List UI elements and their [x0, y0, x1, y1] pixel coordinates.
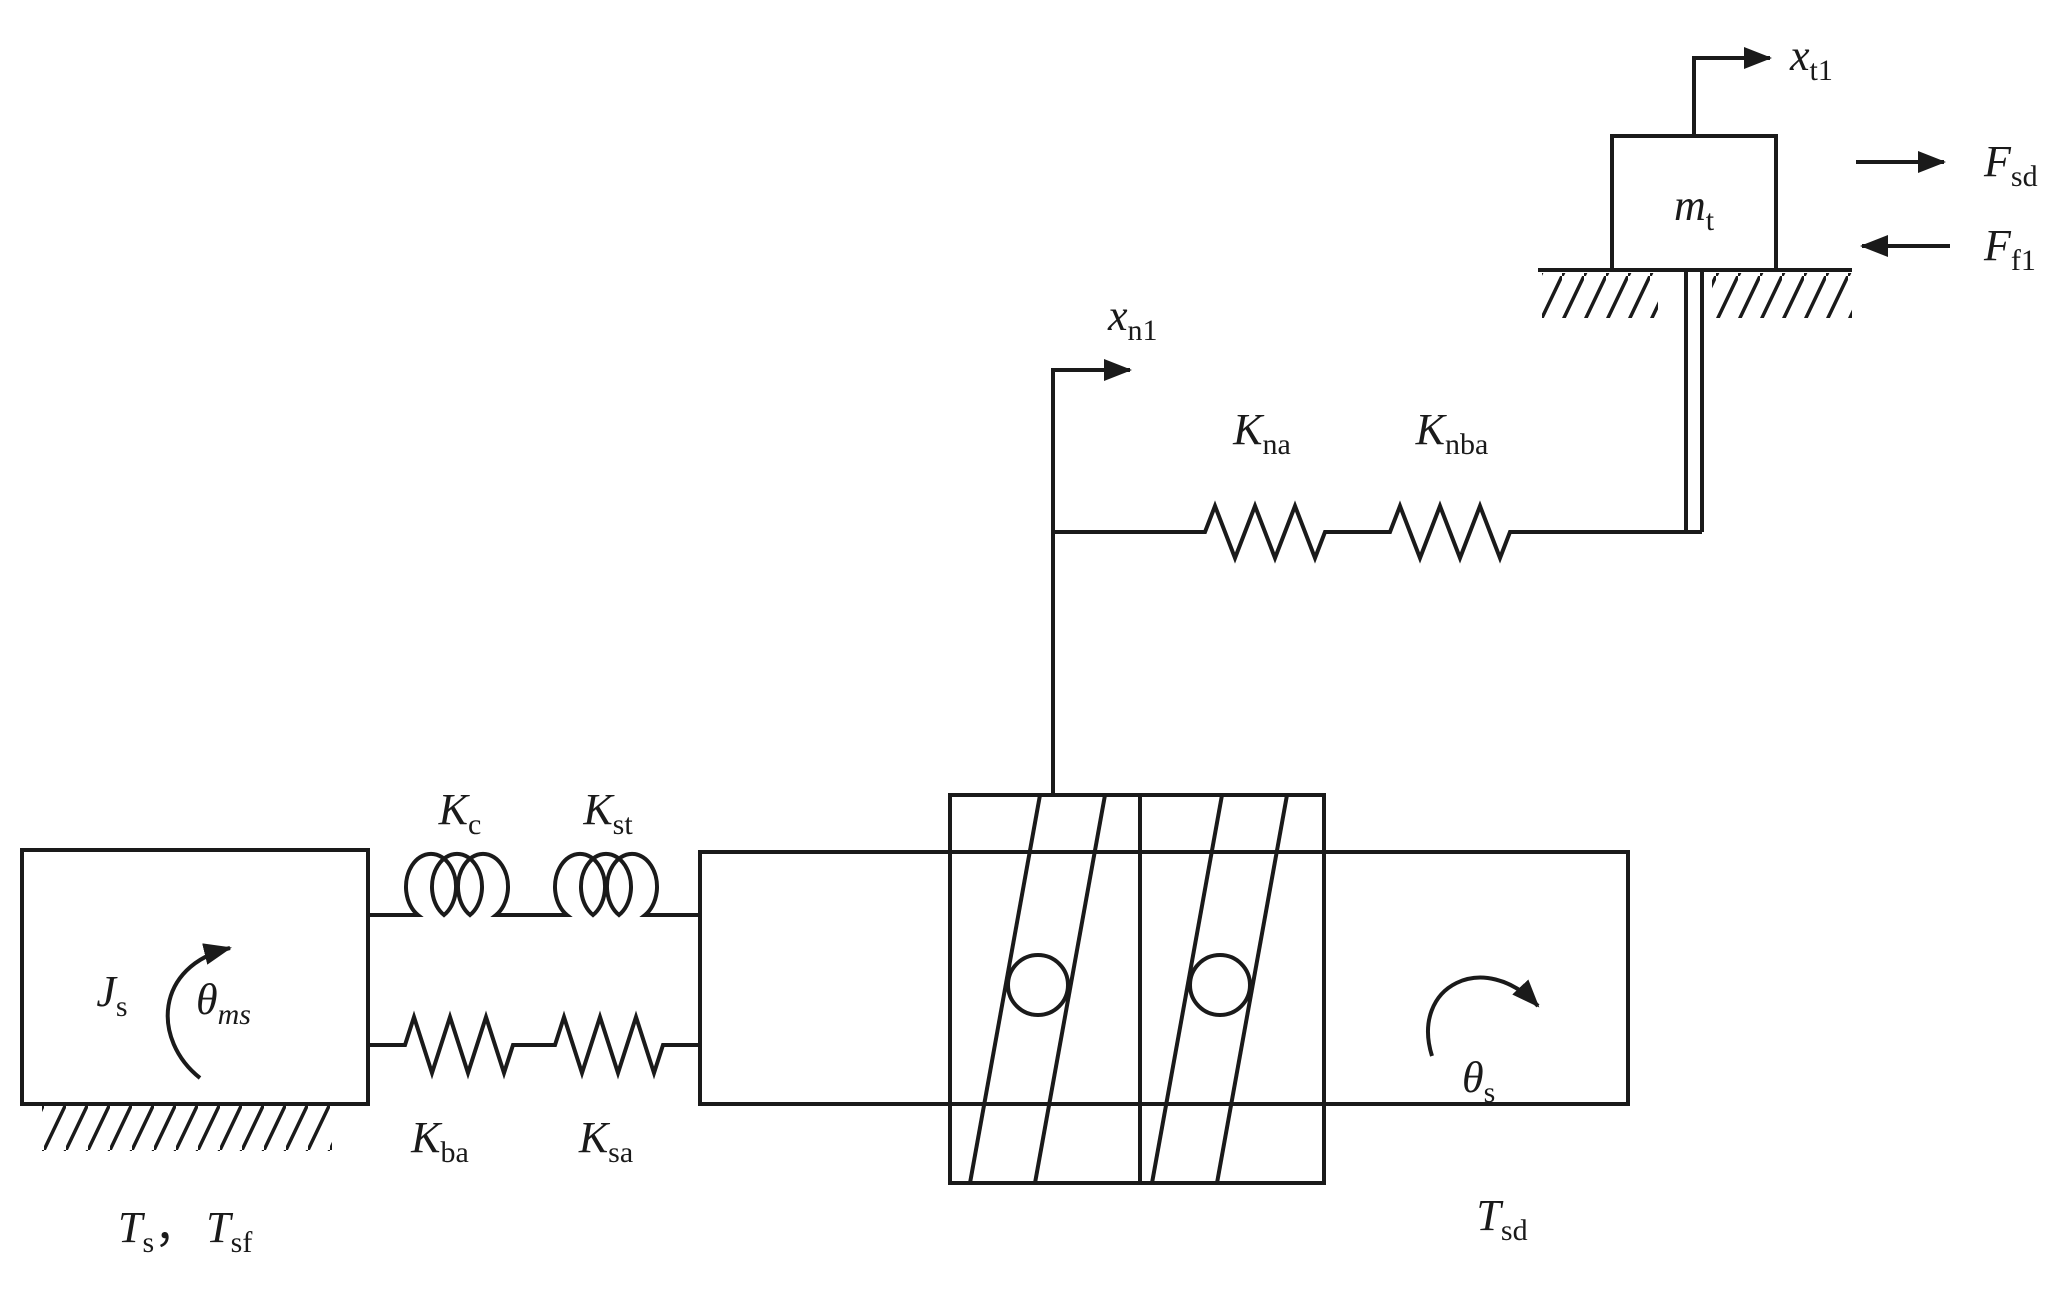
nut-thread-line — [968, 794, 1042, 1184]
ball-screw-nut — [948, 793, 1326, 1185]
nut-ball-left — [1006, 953, 1070, 1017]
zigzag-springs-kba-ksa — [368, 1010, 700, 1080]
label-mt: mt — [1674, 181, 1715, 237]
table-ground-hatching-left — [1542, 273, 1658, 318]
motor-ground-hatching — [42, 1106, 332, 1151]
label-xn1: xn1 — [1107, 291, 1158, 347]
zigzag-springs-kna-knba — [1053, 500, 1702, 564]
label-knba: Knba — [1415, 405, 1489, 461]
label-kba: Kba — [410, 1113, 469, 1169]
label-js: Js — [96, 967, 127, 1023]
label-theta-ms: θms — [196, 975, 251, 1031]
screw-shaft — [698, 850, 1630, 1106]
nut-thread-line — [1215, 794, 1289, 1184]
label-ff1: Ff1 — [1983, 221, 2036, 277]
label-fsd: Fsd — [1983, 137, 2038, 193]
xt1-coordinate-arrow — [1692, 47, 1772, 136]
label-xt1: xt1 — [1789, 31, 1833, 87]
label-kst: Kst — [582, 785, 633, 841]
theta-s-rotation-arrow — [1426, 975, 1540, 1057]
motor-block-outline — [20, 848, 370, 1106]
label-kc: Kc — [438, 785, 482, 841]
label-theta-s: θs — [1462, 1053, 1495, 1109]
nut-thread-line — [1150, 794, 1224, 1184]
nut-thread-line — [1033, 794, 1107, 1184]
table-ground-hatching-right — [1712, 273, 1852, 318]
label-kna: Kna — [1232, 405, 1291, 461]
label-ksa: Ksa — [578, 1113, 633, 1169]
label-tsd: Tsd — [1476, 1191, 1527, 1247]
nut-cell-right — [1138, 793, 1326, 1185]
table-mass-assembly — [1538, 47, 1950, 532]
xn1-coordinate-arrow — [1051, 359, 1132, 795]
nut-ball-right — [1188, 953, 1252, 1017]
theta-ms-rotation-arrow — [165, 943, 232, 1080]
motor-inertia-block — [20, 848, 370, 1151]
screw-shaft-outline — [698, 850, 1630, 1106]
label-ts-tsf: Ts，Tsf — [118, 1203, 252, 1259]
coil-springs-kc-kst — [368, 851, 700, 918]
